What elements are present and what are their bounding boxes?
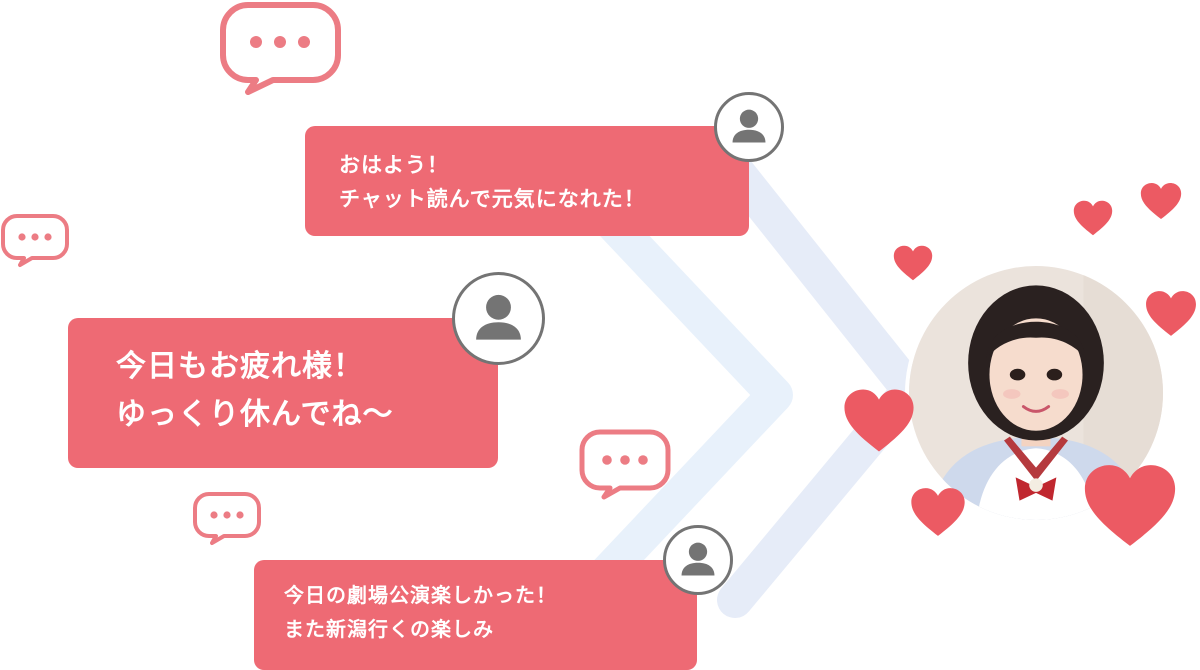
message-text: 今日の劇場公演楽しかった！ [284,583,557,607]
chat-bubble-icon [220,2,341,95]
message-text: チャット読んで元気になれた！ [339,187,646,211]
chat-bubble-icon [579,429,671,500]
heart-icon [844,389,914,452]
heart-icon [1084,465,1176,546]
heart-icon [1140,182,1182,220]
user-avatar [452,272,545,365]
heart-icon [893,245,933,281]
chat-bubble-icon [1,214,69,267]
message-text: おはよう！ [339,153,449,177]
idol-portrait-photo [905,262,1167,524]
portrait-illustration [909,266,1163,520]
chat-message: 今日もお疲れ様！ ゆっくり休んでね〜 [68,318,498,468]
user-icon [476,294,521,340]
heart-icon [911,488,965,536]
user-icon [732,109,766,143]
chat-bubble-icon [193,492,261,545]
user-avatar [714,92,784,162]
chat-message: 今日の劇場公演楽しかった！ また新潟行くの楽しみ [254,560,697,670]
user-avatar [663,525,733,595]
heart-icon [1073,200,1113,236]
message-text: 今日もお疲れ様！ [116,349,364,384]
heart-icon [1146,291,1196,336]
user-icon [681,542,715,576]
message-text: また新潟行くの楽しみ [284,617,494,641]
message-text: ゆっくり休んでね〜 [116,397,394,432]
chat-message: おはよう！ チャット読んで元気になれた！ [305,126,749,236]
